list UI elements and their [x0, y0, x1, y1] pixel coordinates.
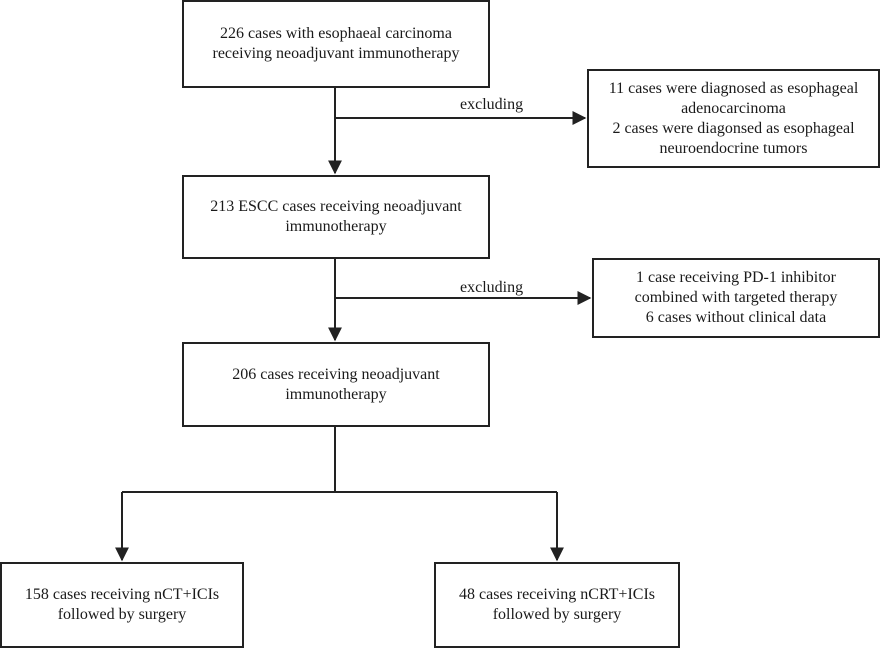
- box-line: 2 cases were diagonsed as esophageal: [612, 119, 855, 137]
- box-line: 213 ESCC cases receiving neoadjuvant: [210, 198, 462, 215]
- box-line: 6 cases without clinical data: [645, 309, 827, 326]
- box-line: 11 cases were diagnosed as esophageal: [608, 79, 859, 97]
- ncrt-ici-group-box: 48 cases receiving nCRT+ICIs followed by…: [434, 562, 680, 648]
- box-line: 226 cases with esophaeal carcinoma: [220, 25, 452, 42]
- box-line: followed by surgery: [492, 606, 622, 623]
- box-line: 206 cases receiving neoadjuvant: [232, 365, 440, 383]
- box-line: immunotherapy: [285, 218, 387, 235]
- box-line: 48 cases receiving nCRT+ICIs: [458, 586, 655, 603]
- final-cohort-box: 206 cases receiving neoadjuvant immunoth…: [182, 342, 490, 427]
- box-line: adenocarcinoma: [681, 99, 786, 117]
- excluding-label-1: excluding: [460, 96, 524, 113]
- box-line: 1 case receiving PD-1 inhibitor: [636, 269, 836, 286]
- box-line: immunotherapy: [285, 385, 387, 403]
- nct-ici-group-box: 158 cases receiving nCT+ICIs followed by…: [0, 562, 244, 648]
- initial-cohort-box: 226 cases with esophaeal carcinoma recei…: [182, 0, 490, 88]
- escc-cohort-box: 213 ESCC cases receiving neoadjuvant imm…: [182, 175, 490, 259]
- exclusion-box-1: 11 cases were diagnosed as esophageal ad…: [587, 69, 880, 168]
- box-line: receiving neoadjuvant immunotherapy: [212, 45, 460, 62]
- box-line: combined with targeted therapy: [634, 289, 838, 306]
- box-line: followed by surgery: [57, 606, 187, 623]
- exclusion-box-2: 1 case receiving PD-1 inhibitor combined…: [592, 258, 880, 338]
- split-connector: [122, 427, 336, 493]
- box-line: 158 cases receiving nCT+ICIs: [24, 586, 220, 603]
- box-line: neuroendocrine tumors: [659, 139, 808, 157]
- excluding-label-2: excluding: [460, 279, 524, 296]
